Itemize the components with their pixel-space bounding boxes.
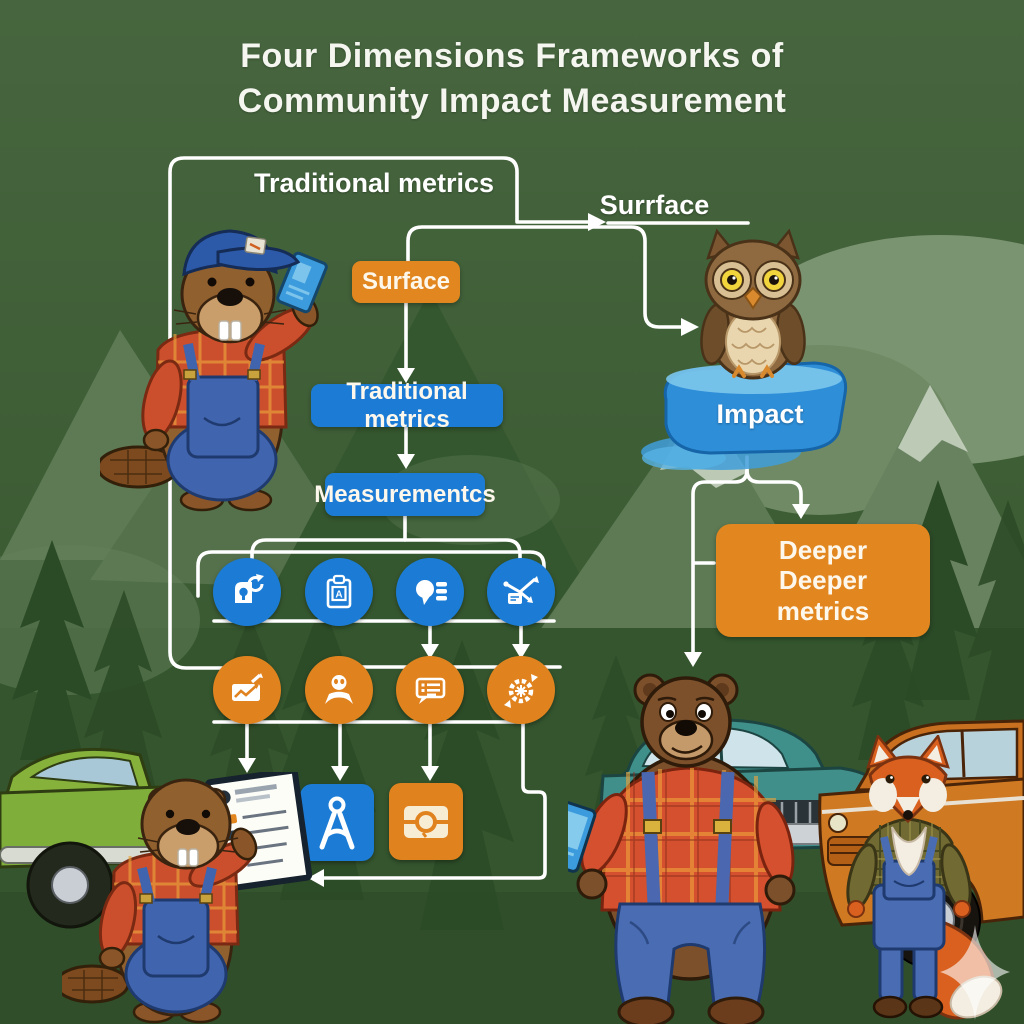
connector-bracket-outer xyxy=(196,550,546,598)
share-network-icon xyxy=(503,576,539,604)
surface-box: Surface xyxy=(352,261,460,303)
blue-cap xyxy=(182,229,301,277)
beaver1-head xyxy=(173,229,301,344)
connector-bracket-inner xyxy=(250,538,522,594)
feedback-list-circle xyxy=(396,656,464,724)
arrowheads xyxy=(238,213,810,887)
deeper-line-2: Deeper xyxy=(778,565,868,596)
vault-lock-circle xyxy=(213,558,281,626)
connector-col4-step xyxy=(320,720,547,880)
fox-head xyxy=(866,735,950,824)
person-icon xyxy=(325,675,353,704)
blue-phone xyxy=(568,799,597,873)
blue-card xyxy=(276,251,328,314)
connector-rect-b xyxy=(406,225,683,329)
measurements-box: Measurementcs xyxy=(314,473,496,516)
owl-on-ice-block xyxy=(700,228,806,380)
label-traditional-metrics: Traditional metrics xyxy=(253,168,495,198)
bear-head xyxy=(640,676,732,768)
speech-bubble-icon xyxy=(416,580,447,605)
impact-label: Impact xyxy=(716,399,804,429)
clipboard-circle: A xyxy=(305,558,373,626)
label-surrface: Surrface xyxy=(599,190,710,220)
svg-text:A: A xyxy=(335,590,342,601)
sparkle-watermark xyxy=(940,925,1010,1020)
fox-overalls xyxy=(872,836,946,951)
trend-chart-circle xyxy=(213,656,281,724)
beaver-with-card xyxy=(100,229,328,512)
traditional-metrics-box: Traditional metrics xyxy=(311,378,503,433)
bear-jeans xyxy=(614,902,767,1006)
person-figure-square xyxy=(300,784,374,861)
vault-lock-icon xyxy=(235,574,264,603)
beaver-with-clipboard xyxy=(62,772,312,1024)
ice-platform xyxy=(641,361,848,470)
clipboard-icon: A xyxy=(326,574,352,609)
trend-chart-icon xyxy=(232,673,263,701)
page-title: Four Dimensions Frameworks of Community … xyxy=(30,34,994,124)
title-line-2: Community Impact Measurement xyxy=(237,81,787,120)
deeper-line-1: Deeper xyxy=(778,535,868,566)
deeper-line-3: metrics xyxy=(776,595,870,626)
person-circle xyxy=(305,656,373,724)
title-line-1: Four Dimensions Frameworks of xyxy=(240,37,784,75)
beaver1-overalls xyxy=(166,342,278,502)
gear-sync-icon xyxy=(504,674,538,708)
connector-impact-left xyxy=(691,468,749,656)
beaver2-head xyxy=(137,778,239,870)
gear-sync-circle xyxy=(487,656,555,724)
speech-bubble-circle xyxy=(396,558,464,626)
card-scan-icon xyxy=(404,805,448,838)
fox-lumberjack xyxy=(846,735,1003,1020)
deeper-metrics-box: Deeper Deeper metrics xyxy=(716,524,930,637)
connector-rect-a xyxy=(168,156,590,670)
feedback-list-icon xyxy=(415,677,446,704)
person-figure-icon xyxy=(319,796,355,849)
card-scan-square xyxy=(389,783,463,860)
bear-with-phone xyxy=(568,673,796,1024)
share-network-circle xyxy=(487,558,555,626)
beaver2-overalls xyxy=(124,866,228,1014)
